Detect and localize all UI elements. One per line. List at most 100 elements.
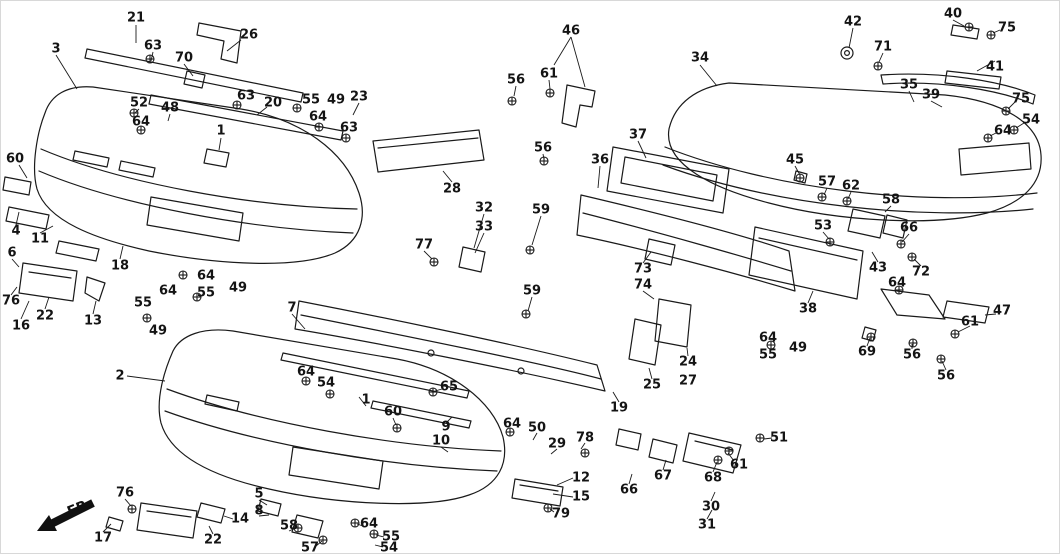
bolt-icon — [724, 446, 734, 456]
leader-line — [637, 140, 647, 159]
bracket-32-33 — [458, 246, 486, 273]
leader-line — [119, 245, 124, 260]
grommet-42 — [840, 46, 854, 60]
leader-line — [531, 215, 542, 246]
fastener-icons — [127, 22, 1019, 545]
bolt-icon — [545, 88, 555, 98]
fr-direction — [37, 499, 95, 531]
bolt-icon — [936, 354, 946, 364]
leader-line — [552, 493, 574, 498]
leader-line — [167, 113, 171, 122]
bolt-icon — [817, 192, 827, 202]
leader-line — [662, 459, 667, 471]
leader-line — [39, 225, 54, 234]
bolt-icon — [894, 285, 904, 295]
bolt-icon — [392, 423, 402, 433]
leader-line — [124, 498, 132, 507]
bolt-icon — [145, 54, 155, 64]
leader-line — [291, 313, 306, 330]
leader-line — [442, 170, 453, 183]
leader-line — [794, 165, 801, 176]
bolt-icon — [964, 22, 974, 32]
leader-line — [10, 286, 18, 296]
leader-line — [18, 164, 28, 179]
license-bracket-front — [18, 262, 78, 302]
leader-line — [548, 79, 551, 90]
side-garnish-28 — [372, 129, 485, 173]
bolt-icon — [539, 156, 549, 166]
bolt-icon — [543, 503, 553, 513]
bottom-center-brackets — [511, 428, 742, 507]
clip-45 — [793, 170, 808, 184]
bracket-66b — [615, 428, 642, 451]
leader-line — [445, 416, 453, 424]
bracket-70 — [183, 70, 206, 89]
bracket-1 — [203, 148, 230, 168]
leader-line — [532, 432, 538, 441]
bracket-60 — [2, 176, 32, 196]
air-spoiler-strip-1 — [280, 352, 470, 399]
leader-line — [807, 290, 814, 304]
bracket-47 — [942, 300, 990, 324]
leader-line — [628, 473, 633, 485]
front-bumper-beam — [280, 246, 606, 429]
license-bracket-2 — [136, 502, 198, 539]
bolt-icon — [232, 100, 242, 110]
bolt-icon — [292, 103, 302, 113]
corner-garnish — [196, 22, 242, 64]
clip-14 — [196, 502, 226, 524]
bolt-icon — [950, 329, 960, 339]
air-spoiler-strip-2 — [370, 400, 472, 429]
clip-13 — [84, 276, 106, 302]
bolt-icon — [1001, 106, 1011, 116]
bolt-icon — [525, 245, 535, 255]
bolt-icon — [521, 309, 531, 319]
leader-line — [642, 251, 652, 264]
beam-stiffener-37 — [606, 146, 730, 214]
leader-line — [356, 523, 364, 527]
leader-line — [473, 213, 485, 249]
leader-line — [612, 391, 620, 403]
bolt-icon — [301, 376, 311, 386]
bolt-icon — [873, 61, 883, 71]
bolt-icon — [129, 108, 139, 118]
stay-24-27 — [654, 298, 692, 348]
bracket-58-66 — [882, 214, 908, 239]
side-spacer — [880, 288, 946, 320]
bolt-icon — [908, 338, 918, 348]
leader-line — [183, 63, 194, 77]
bracket-67 — [648, 438, 678, 464]
bolt-icon — [825, 237, 835, 247]
leader-line — [580, 442, 586, 450]
leader-line — [822, 231, 830, 240]
bracket-41 — [944, 70, 1002, 90]
leader-line — [423, 250, 433, 260]
bolt-icon — [428, 387, 438, 397]
bolt-icon — [314, 122, 324, 132]
leader-line — [710, 491, 716, 502]
leader-line — [258, 514, 270, 517]
leader-line — [930, 100, 943, 108]
leader-line — [866, 337, 871, 347]
leader-line — [474, 232, 485, 254]
leader-line — [699, 64, 718, 87]
left-small-parts — [2, 176, 106, 302]
leader-line — [556, 477, 574, 486]
bolt-icon — [192, 292, 202, 302]
leader-line — [20, 300, 30, 320]
rear-bumper-beam — [561, 84, 864, 366]
bracket-58b — [291, 514, 324, 539]
stay-18 — [55, 240, 100, 262]
leader-line — [358, 396, 367, 407]
bolt-icon — [755, 433, 765, 443]
bolt-icon — [325, 389, 335, 399]
leader-line — [434, 388, 443, 392]
bolt-icon — [580, 448, 590, 458]
bolt-icon — [127, 504, 137, 514]
bolt-icon — [766, 340, 776, 350]
bracket-40 — [950, 24, 980, 40]
bolt-icon — [136, 125, 146, 135]
leader-line — [44, 296, 50, 310]
bolt-icon — [795, 173, 805, 183]
